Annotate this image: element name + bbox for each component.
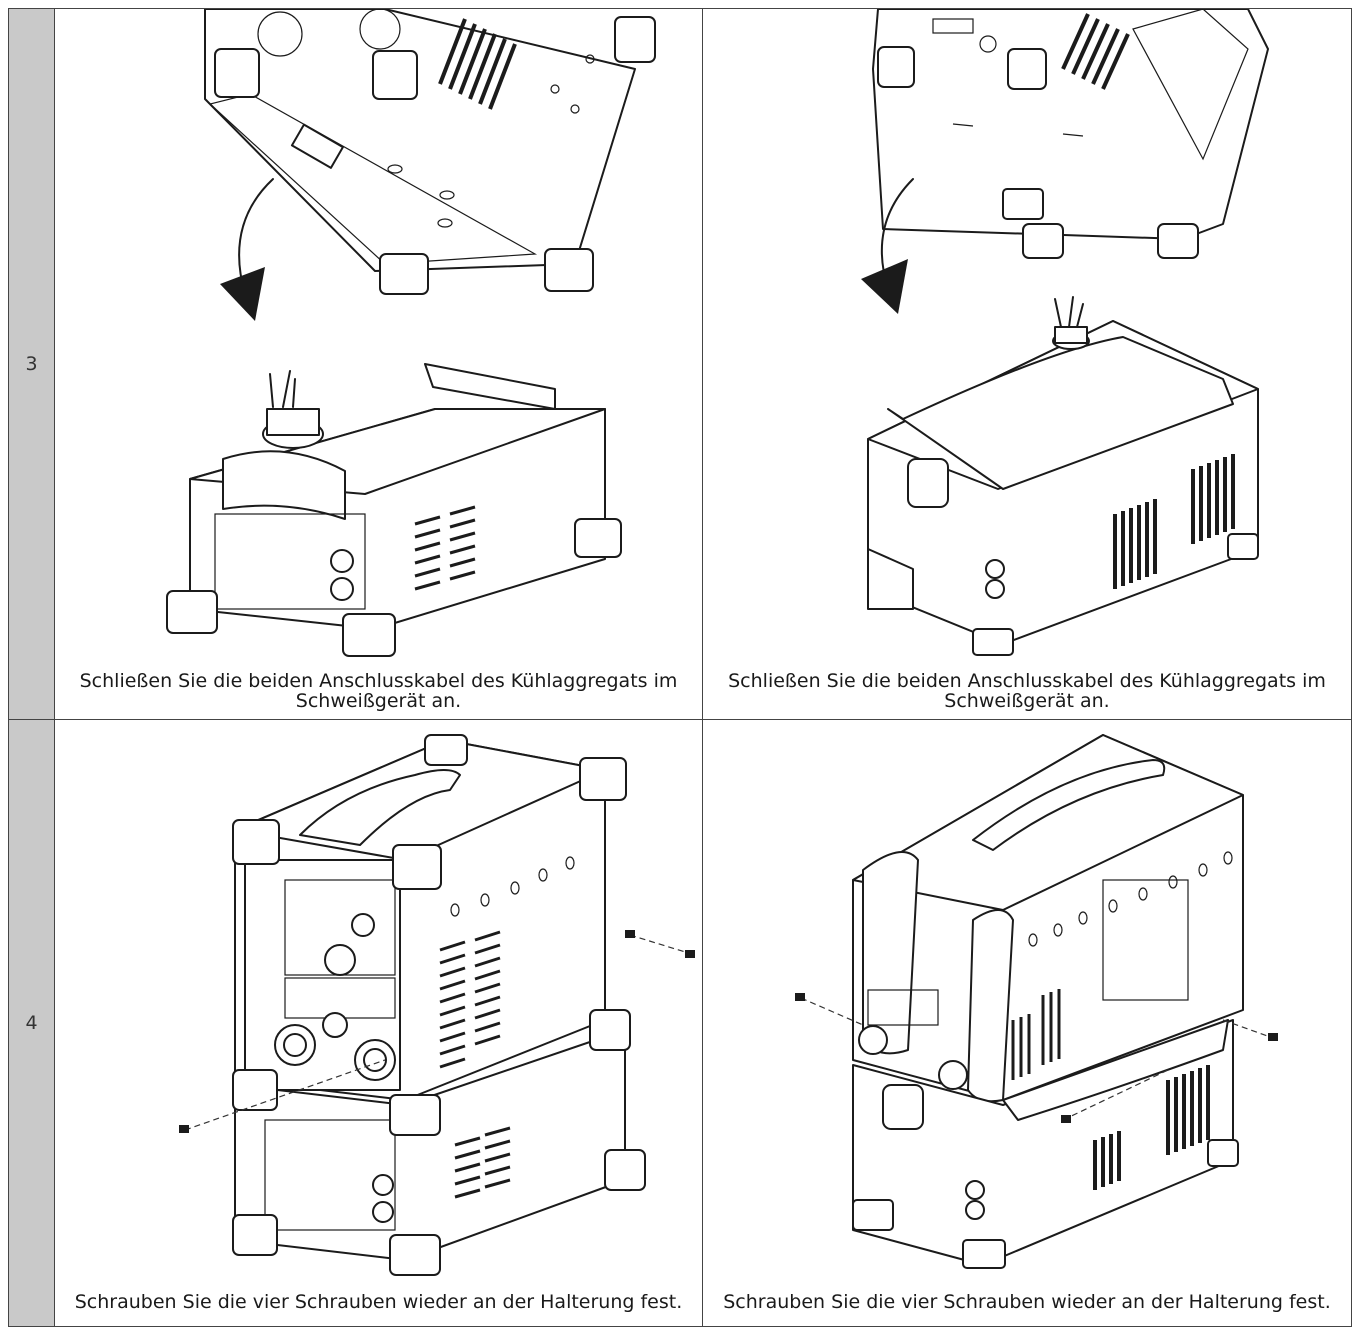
instruction-table: 3	[8, 8, 1352, 1327]
welder-unit-tilted	[204, 9, 656, 295]
step-row-4: 4	[8, 719, 1352, 1327]
screws	[795, 993, 1278, 1123]
step-3-left-caption: Schließen Sie die beiden Anschlusskabel …	[79, 670, 678, 712]
step-4-right-caption: Schrauben Sie die vier Schrauben wieder …	[723, 1291, 1331, 1313]
step-3-right-cell: Schließen Sie die beiden Anschlusskabel …	[702, 8, 1352, 720]
cooling-unit	[867, 296, 1259, 656]
cooling-unit	[166, 363, 622, 657]
step-3-right-caption: Schließen Sie die beiden Anschlusskabel …	[728, 670, 1326, 712]
step-number: 3	[8, 8, 55, 720]
step-3-left-cell: Schließen Sie die beiden Anschlusskabel …	[54, 8, 703, 720]
step-4-left-caption: Schrauben Sie die vier Schrauben wieder …	[74, 1291, 683, 1313]
step-3-right-illustration	[703, 9, 1351, 669]
step-number: 4	[8, 719, 55, 1327]
welder-unit	[232, 734, 627, 1101]
step-3-left-illustration	[55, 9, 702, 669]
step-row-3: 3	[8, 8, 1352, 720]
step-4-right-cell: Schrauben Sie die vier Schrauben wieder …	[702, 719, 1352, 1327]
step-4-right-illustration	[703, 720, 1351, 1280]
step-4-left-illustration	[55, 720, 702, 1280]
welder-unit	[852, 734, 1244, 1103]
cooling-unit	[852, 1019, 1239, 1269]
screws	[179, 930, 696, 1133]
cooling-unit	[232, 1009, 646, 1276]
welder-unit-tilted	[872, 9, 1269, 259]
step-4-left-cell: Schrauben Sie die vier Schrauben wieder …	[54, 719, 703, 1327]
